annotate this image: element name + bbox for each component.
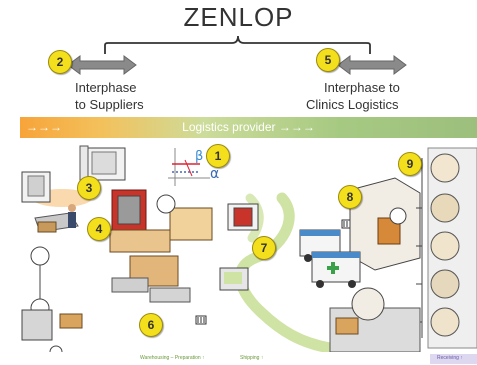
step-3-badge: 3 <box>77 176 101 200</box>
step-6-badge: 6 <box>139 313 163 337</box>
clinics-label-line2: Clinics Logistics <box>306 97 399 112</box>
step-5-badge: 5 <box>316 48 340 72</box>
footer-receiving: Receiving ↑ <box>437 355 463 361</box>
loading-dock <box>111 189 147 231</box>
suppliers-label-line2: to Suppliers <box>75 97 144 112</box>
suppliers-label-line1: Interphase <box>75 80 137 95</box>
suppliers-double-arrow <box>68 55 137 75</box>
diagram-title: ZENLOP <box>183 2 294 32</box>
step-7-badge: 7 <box>252 236 276 260</box>
clinics-double-arrow <box>338 55 407 75</box>
beta-alpha-chart <box>168 148 210 186</box>
step-1-badge: 1 <box>206 144 230 168</box>
beta-label: β <box>195 149 203 164</box>
warehouse-shelves <box>109 194 213 303</box>
flow-curve-small <box>245 193 264 243</box>
step-8-badge: 8 <box>338 185 362 209</box>
logistics-provider-band: →→→ Logistics provider →→→ <box>20 117 477 138</box>
logistics-illustration: β α <box>20 138 477 365</box>
band-label: Logistics provider →→→ <box>182 120 315 134</box>
barcode-icon-1 <box>195 315 207 325</box>
clinics-label-line1: Interphase to <box>324 80 400 95</box>
footer-shipping: Shipping ↑ <box>240 355 264 361</box>
receiving-tab <box>430 354 477 364</box>
footer-warehousing: Warehousing – Preparation ↑ <box>140 355 205 361</box>
worker-left <box>68 204 76 228</box>
storage-cabinets <box>416 147 477 349</box>
alpha-label: α <box>210 166 219 182</box>
delivery-truck-2 <box>311 251 361 288</box>
title-bracket <box>104 35 371 54</box>
clinic-building <box>349 177 421 271</box>
step-4-badge: 4 <box>87 217 111 241</box>
band-left-arrows: →→→ <box>26 120 62 134</box>
truck-shipping <box>219 203 259 291</box>
truck-supplier-2 <box>21 171 51 203</box>
truck-supplier-1 <box>79 145 126 183</box>
step-9-badge: 9 <box>398 152 422 176</box>
receiving-area <box>329 287 421 353</box>
step-2-badge: 2 <box>48 50 72 74</box>
